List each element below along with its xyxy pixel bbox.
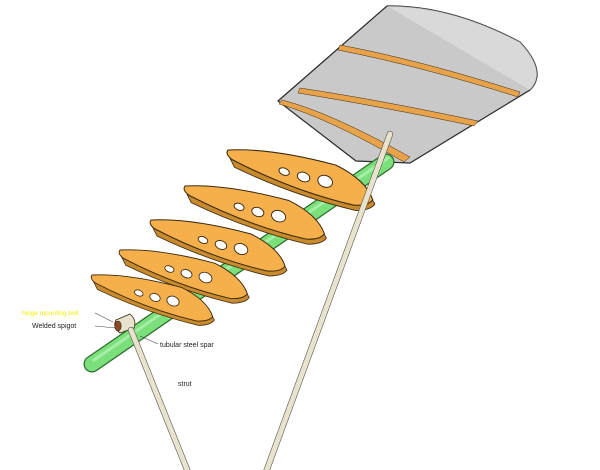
callouts: hinge mounting bolt Welded spigot tubula… bbox=[22, 310, 214, 388]
lightening-hole bbox=[233, 202, 245, 211]
lightening-hole bbox=[271, 209, 287, 223]
struts bbox=[127, 130, 394, 470]
wing-skin-leading-edge bbox=[387, 5, 538, 90]
lightening-hole bbox=[278, 167, 290, 176]
lightening-hole bbox=[296, 171, 311, 183]
lightening-hole bbox=[149, 293, 161, 302]
rib-2 bbox=[183, 185, 327, 245]
skin-rib-strip-middle bbox=[297, 87, 479, 127]
lightening-hole bbox=[198, 271, 213, 284]
rib-5 bbox=[90, 274, 215, 326]
skin-rib-strip-outer bbox=[337, 44, 521, 98]
lightening-hole bbox=[134, 289, 144, 297]
lightening-hole bbox=[251, 206, 265, 218]
lightening-hole bbox=[166, 295, 180, 307]
wing-skin-section bbox=[277, 5, 538, 164]
highlight-note-leader bbox=[94, 312, 114, 323]
lightening-hole bbox=[214, 240, 228, 250]
strut-long bbox=[264, 131, 393, 470]
welded-spigot-leader bbox=[94, 325, 117, 329]
tubular-steel-spar-label: tubular steel spar bbox=[160, 342, 214, 349]
welded-spigot-label: Welded spigot bbox=[32, 323, 76, 330]
lightening-hole bbox=[180, 269, 193, 279]
wing-skin-panel bbox=[277, 5, 538, 164]
hinge-mounting-bolt-label: hinge mounting bolt bbox=[22, 310, 79, 317]
lightening-hole bbox=[164, 265, 175, 273]
strut-short bbox=[128, 327, 190, 470]
strut-label: strut bbox=[178, 381, 192, 388]
skin-rib-strip-inner bbox=[278, 99, 411, 163]
rib-4 bbox=[118, 249, 250, 304]
lightening-hole bbox=[317, 174, 334, 188]
spar-leader bbox=[139, 335, 159, 345]
spigot-end-cap bbox=[114, 320, 122, 332]
lightening-hole bbox=[197, 236, 209, 244]
rib-3 bbox=[149, 219, 288, 277]
lightening-hole bbox=[233, 242, 249, 256]
